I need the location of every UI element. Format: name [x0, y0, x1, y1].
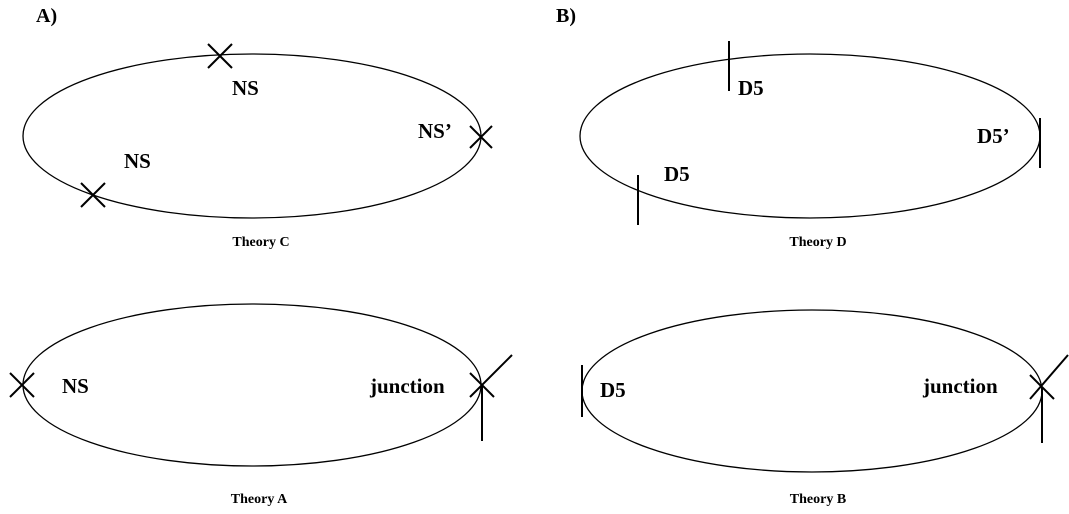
junction-marker-icon — [1029, 354, 1069, 443]
panel-label-b: B) — [556, 5, 576, 27]
theory-b-diagram: D5 junction Theory B — [581, 309, 1069, 507]
theory-c-diagram: NS NS’ NS Theory C — [22, 43, 493, 250]
panel-label-a: A) — [36, 5, 57, 27]
ns-brane-top-marker-icon — [207, 43, 233, 69]
label-d5: D5 — [600, 378, 626, 402]
caption-theory-d: Theory D — [789, 235, 846, 250]
caption-theory-a: Theory A — [231, 492, 288, 507]
label-d5-top: D5 — [738, 76, 764, 100]
label-ns-top: NS — [232, 76, 259, 100]
theory-d-diagram: D5 D5’ D5 Theory D — [579, 41, 1041, 250]
label-d5-left: D5 — [664, 162, 690, 186]
label-junction: junction — [369, 374, 445, 398]
label-ns: NS — [62, 374, 89, 398]
junction-marker-icon — [469, 354, 513, 441]
caption-theory-c: Theory C — [232, 235, 289, 250]
label-ns-left: NS — [124, 149, 151, 173]
label-d5-prime-right: D5’ — [977, 124, 1010, 148]
ns-brane-left-marker-icon — [80, 182, 106, 208]
theory-a-diagram: NS junction Theory A — [9, 303, 513, 507]
ns-brane-marker-icon — [9, 372, 35, 398]
theory-d-circle-ellipse — [579, 53, 1041, 219]
label-junction: junction — [922, 374, 998, 398]
ns-prime-brane-right-marker-icon — [469, 125, 493, 149]
caption-theory-b: Theory B — [790, 492, 846, 507]
label-ns-prime-right: NS’ — [418, 119, 452, 143]
